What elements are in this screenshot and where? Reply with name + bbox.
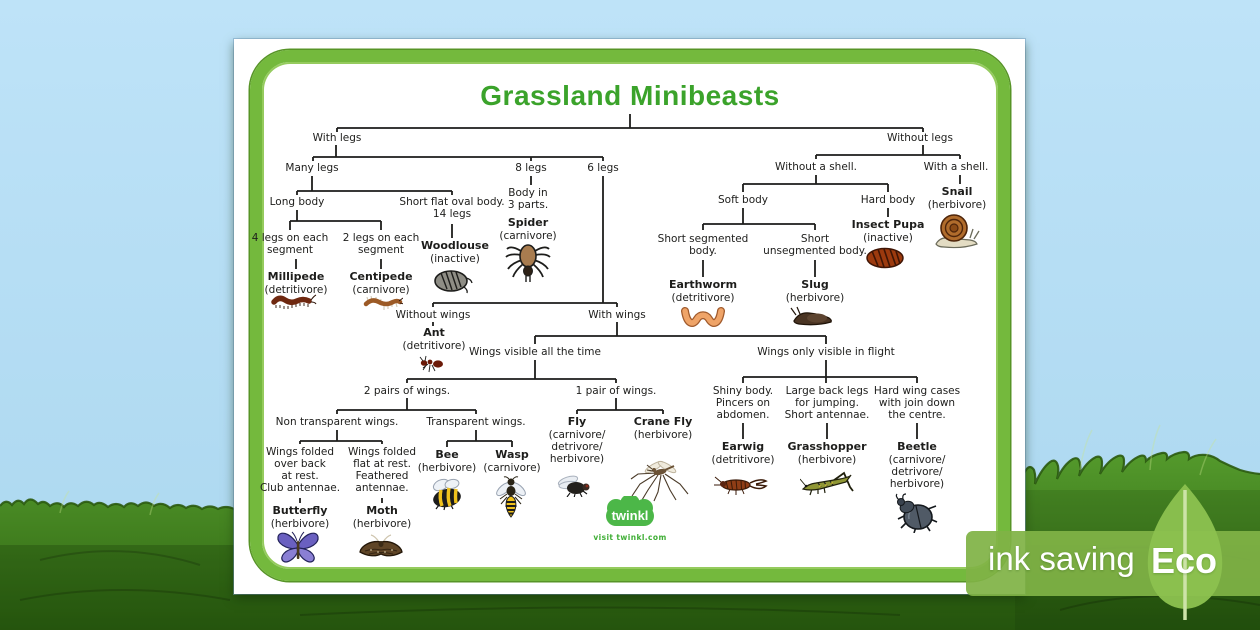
node-butterfly-desc: Wings folded over back at rest. Club ant… xyxy=(259,446,341,494)
creature-diet-insect-pupa: (inactive) xyxy=(863,232,913,244)
twinkl-tagline: visit twinkl.com xyxy=(593,533,667,542)
eco-label: Eco xyxy=(1150,540,1218,581)
creature-name-moth: Moth xyxy=(366,504,398,517)
creature-diet-butterfly: (herbivore) xyxy=(270,518,330,530)
poster-border xyxy=(250,50,1010,581)
node-with-a-shell: With a shell. xyxy=(923,161,989,173)
spider-icon xyxy=(505,244,551,282)
node-6-legs: 6 legs xyxy=(587,162,619,174)
node-many-legs: Many legs xyxy=(285,162,339,174)
node-1-pair-of-wings: 1 pair of wings. xyxy=(575,385,657,397)
grasshopper-icon xyxy=(800,471,854,496)
millipede-icon xyxy=(271,294,317,309)
node-body-in-3-parts: Body in 3 parts. xyxy=(507,187,549,211)
fly-icon xyxy=(557,475,590,497)
creature-name-slug: Slug xyxy=(801,278,829,291)
earthworm-icon xyxy=(681,307,725,327)
node-non-transparent-wings: Non transparent wings. xyxy=(275,416,399,428)
node-8-legs: 8 legs xyxy=(515,162,547,174)
creature-diet-earthworm: (detritivore) xyxy=(671,292,735,304)
node-moth-desc: Wings folded flat at rest. Feathered ant… xyxy=(347,446,417,494)
earwig-icon xyxy=(714,476,768,495)
creature-name-beetle: Beetle xyxy=(897,440,937,453)
node-wings-only-in-flight: Wings only visible in flight xyxy=(757,346,895,358)
creature-diet-crane-fly: (herbivore) xyxy=(633,429,693,441)
ant-icon xyxy=(419,355,443,373)
creature-diet-moth: (herbivore) xyxy=(352,518,412,530)
creature-name-centipede: Centipede xyxy=(349,270,413,283)
node-long-body: Long body xyxy=(269,196,325,208)
node-with-legs: With legs xyxy=(312,132,362,144)
creature-diet-ant: (detritivore) xyxy=(402,340,466,352)
node-2-pairs-of-wings: 2 pairs of wings. xyxy=(363,385,451,397)
node-soft-body: Soft body xyxy=(717,194,769,206)
node-beetle-desc: Hard wing cases with join down the centr… xyxy=(873,385,961,421)
slug-icon xyxy=(790,306,832,326)
creature-diet-beetle: (carnivore/ detrivore/ herbivore) xyxy=(888,454,946,490)
creature-diet-bee: (herbivore) xyxy=(417,462,477,474)
node-without-a-shell: Without a shell. xyxy=(775,161,857,173)
node-without-wings: Without wings xyxy=(395,309,471,321)
ink-saving-label: ink saving xyxy=(988,540,1135,577)
creature-name-woodlouse: Woodlouse xyxy=(421,239,489,252)
eco-leaf-icon xyxy=(1147,484,1223,620)
node-short-segmented-body: Short segmented body. xyxy=(657,233,749,257)
creature-diet-grasshopper: (herbivore) xyxy=(797,454,857,466)
centipede-icon xyxy=(363,295,403,310)
beetle-icon xyxy=(895,493,938,533)
poster-title: Grassland Minibeasts xyxy=(480,80,780,111)
creature-name-fly: Fly xyxy=(567,415,587,428)
crane-fly-icon xyxy=(630,460,689,502)
creature-name-millipede: Millipede xyxy=(267,270,325,283)
creature-name-grasshopper: Grasshopper xyxy=(787,440,867,453)
node-transparent-wings: Transparent wings. xyxy=(426,416,526,428)
node-hard-body: Hard body xyxy=(860,194,916,206)
creature-name-bee: Bee xyxy=(435,448,459,461)
node-earwig-desc: Shiny body. Pincers on abdomen. xyxy=(712,385,774,421)
node-short-unsegmented-body: Short unsegmented body. xyxy=(763,233,867,257)
node-2-legs-each-segment: 2 legs on each segment xyxy=(342,232,420,256)
node-4-legs-each-segment: 4 legs on each segment xyxy=(251,232,329,256)
creature-name-insect-pupa: Insect Pupa xyxy=(851,218,925,231)
creature-diet-wasp: (carnivore) xyxy=(483,462,541,474)
creature-name-ant: Ant xyxy=(423,326,445,339)
creature-name-spider: Spider xyxy=(507,216,549,229)
creature-name-butterfly: Butterfly xyxy=(272,504,328,517)
creature-name-crane-fly: Crane Fly xyxy=(633,415,693,428)
snail-icon xyxy=(935,214,980,249)
node-without-legs: Without legs xyxy=(887,132,953,144)
woodlouse-icon xyxy=(434,270,473,294)
node-short-flat-oval-body: Short flat oval body. 14 legs xyxy=(399,196,505,220)
node-with-wings: With wings xyxy=(588,309,646,321)
creature-diet-woodlouse: (inactive) xyxy=(430,253,480,265)
creature-name-earthworm: Earthworm xyxy=(668,278,738,291)
creature-name-earwig: Earwig xyxy=(721,440,765,453)
moth-icon xyxy=(359,534,403,557)
creature-name-wasp: Wasp xyxy=(495,448,529,461)
creature-diet-fly: (carnivore/ detrivore/ herbivore) xyxy=(548,429,606,465)
twinkl-logo-text: twinkl xyxy=(612,508,649,523)
creature-diet-earwig: (detritivore) xyxy=(711,454,775,466)
node-wings-visible-all-time: Wings visible all the time xyxy=(469,346,601,358)
twinkl-logo: twinkl xyxy=(606,496,654,526)
creature-diet-snail: (herbivore) xyxy=(927,199,987,211)
bee-icon xyxy=(432,478,461,511)
creature-name-snail: Snail xyxy=(941,185,973,198)
wasp-icon xyxy=(496,476,526,518)
node-grasshopper-desc: Large back legs for jumping. Short anten… xyxy=(784,385,870,421)
insect-pupa-icon xyxy=(866,247,904,269)
butterfly-icon xyxy=(277,531,319,563)
